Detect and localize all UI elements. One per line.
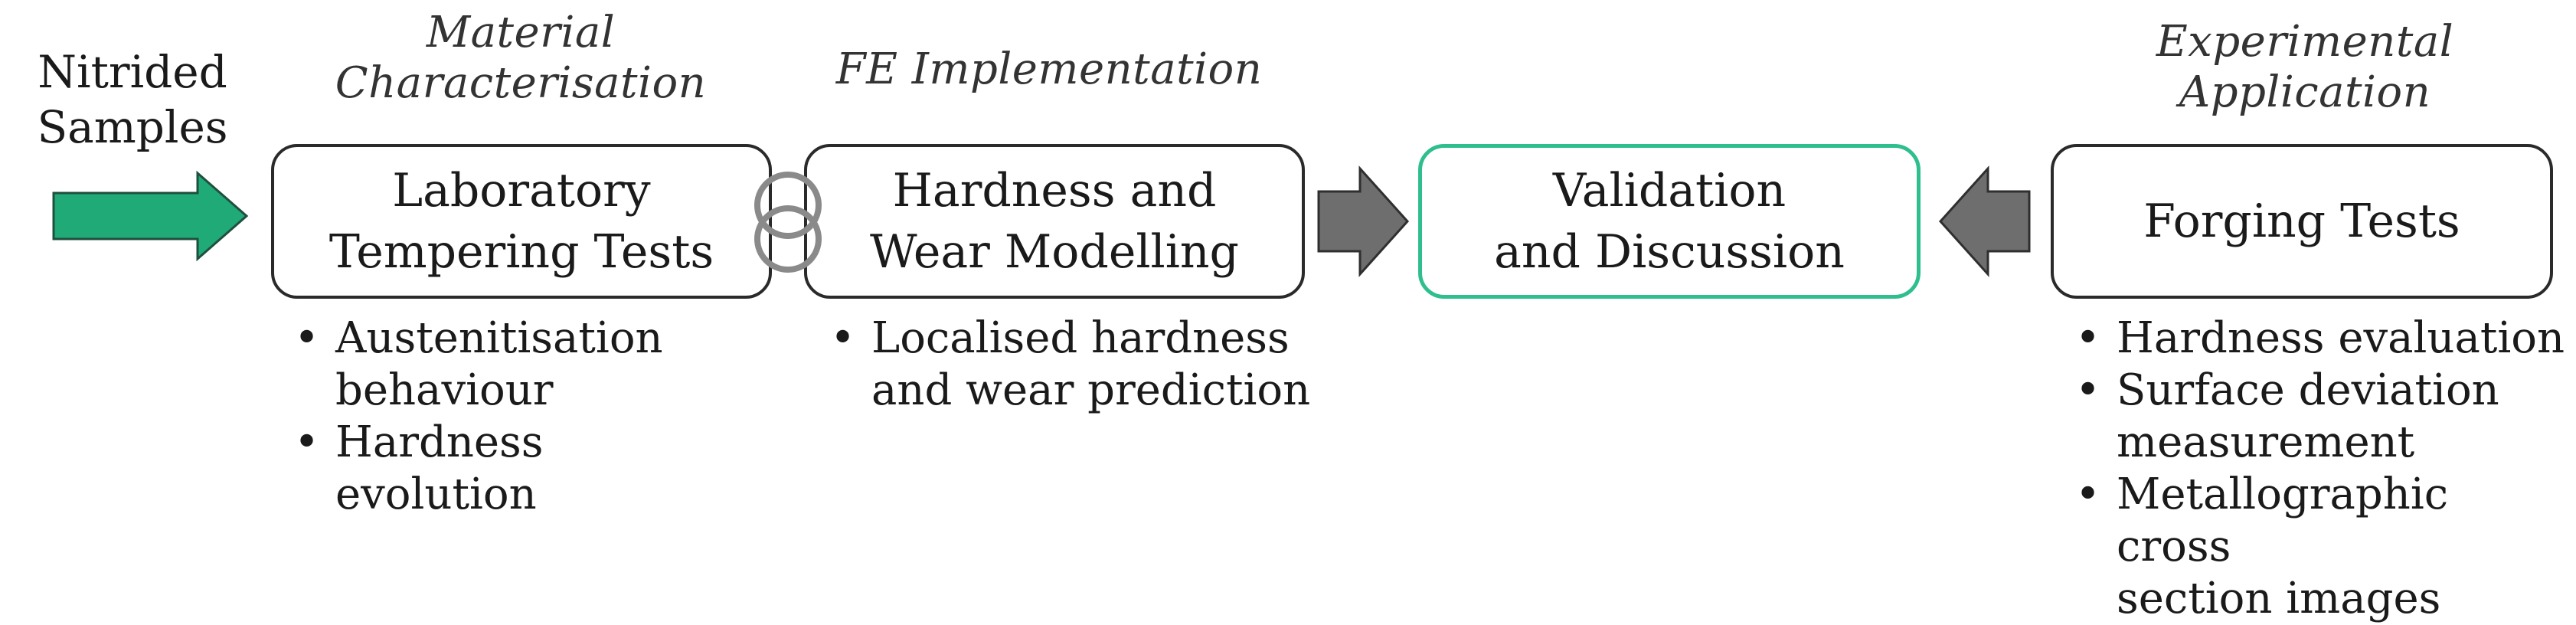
stage-experimental-caption-line1: Experimental [2156,17,2454,67]
left-arrow-icon [1938,165,2031,277]
laboratory-tempering-tests-line1: Laboratory [392,164,651,218]
bullet-glyph: • [2075,470,2101,519]
stage-fe-caption-line1: FE Implementation [835,44,1263,94]
bullet-line: Hardness [335,417,544,467]
laboratory-tempering-tests-box: Laboratory Tempering Tests [271,144,772,299]
validation-discussion-line2: and Discussion [1494,225,1845,279]
bullet-line: Surface deviation [2117,365,2499,415]
stage-experimental-caption: Experimental Application [2091,17,2519,118]
forging-tests-box: Forging Tests [2051,144,2553,299]
stage-fe-bullets: • Localised hardness and wear prediction [827,312,1317,417]
hardness-wear-modelling-line1: Hardness and [892,164,1217,218]
bullet-item: • Hardness evaluation [2072,312,2570,365]
bullet-line: evolution [335,470,537,519]
bullet-glyph: • [830,313,856,363]
forging-tests-line1: Forging Tests [2143,195,2460,248]
stage-material-caption-line1: Material [426,8,616,57]
input-label-line1: Nitrided [38,46,227,98]
bullet-line: Localised hardness [871,313,1290,363]
bullet-item: • Localised hardness and wear prediction [827,312,1317,417]
bullet-line: section images [2117,574,2441,623]
bullet-glyph: • [2075,313,2101,363]
bullet-line: and wear prediction [871,365,1311,415]
stage-material-bullets: • Austenitisation behaviour • Hardness e… [291,312,766,521]
bullet-item: • Surface deviation measurement [2072,365,2570,469]
bullet-glyph: • [2075,365,2101,415]
bullet-line: measurement [2117,417,2415,467]
bullet-line: behaviour [335,365,554,415]
validation-discussion-line1: Validation [1552,164,1787,218]
hardness-wear-modelling-box: Hardness and Wear Modelling [804,144,1305,299]
bullet-item: • Austenitisation behaviour [291,312,766,417]
bullet-glyph: • [294,313,320,363]
bullet-line: Hardness evaluation [2117,313,2565,363]
bullet-item: • Hardness evolution [291,417,766,521]
stage-fe-caption: FE Implementation [789,44,1309,95]
stage-material-caption-line2: Characterisation [335,58,707,108]
bullet-glyph: • [294,417,320,467]
right-arrow-icon [52,170,249,262]
validation-discussion-box: Validation and Discussion [1418,144,1921,299]
stage-material-caption: Material Characterisation [306,8,735,109]
laboratory-tempering-tests-line2: Tempering Tests [329,225,714,279]
right-arrow-icon [1317,165,1410,277]
stage-experimental-bullets: • Hardness evaluation • Surface deviatio… [2072,312,2570,625]
bullet-item: • Metallographic cross section images [2072,469,2570,625]
bullet-line: Metallographic cross [2117,470,2449,571]
input-label: Nitrided Samples [37,44,228,155]
stage-experimental-caption-line2: Application [2179,67,2431,117]
hardness-wear-modelling-line2: Wear Modelling [870,225,1239,279]
bullet-line: Austenitisation [335,313,663,363]
input-label-line2: Samples [37,101,228,153]
